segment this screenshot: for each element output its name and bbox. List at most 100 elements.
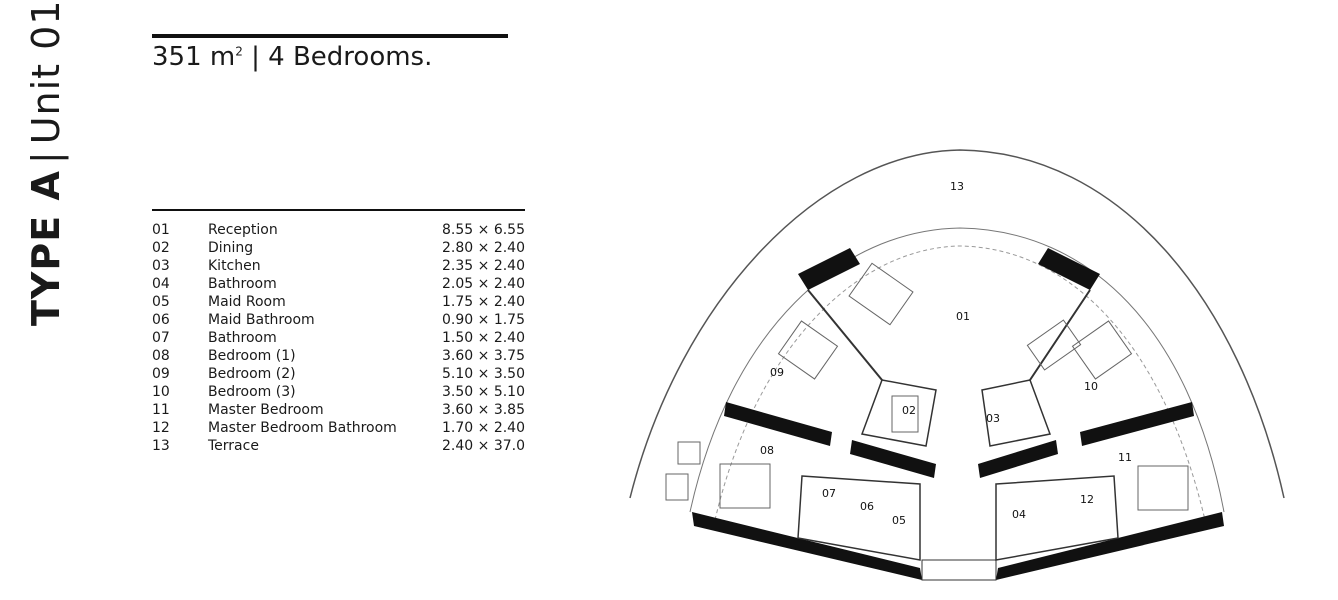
room-dimensions: 1.70 × 2.40 [442,420,525,436]
exterior-wall-right [996,512,1224,580]
interior-arc [714,245,1206,521]
kitchen-room [981,379,1052,447]
room-name: Bathroom [208,330,277,346]
room-row: 03 Kitchen 2.35 × 2.40 [152,257,525,275]
room-row: 12 Master Bedroom Bathroom 1.70 × 2.40 [152,419,525,437]
area-unit-sup: 2 [235,44,243,59]
bed-icon [1137,465,1189,511]
room-row: 04 Bathroom 2.05 × 2.40 [152,275,525,293]
room-row: 09 Bedroom (2) 5.10 × 3.50 [152,365,525,383]
room-number: 12 [152,420,170,436]
room-row: 07 Bathroom 1.50 × 2.40 [152,329,525,347]
room-dimensions: 3.60 × 3.85 [442,402,525,418]
bed-icon [777,320,839,380]
room-row: 11 Master Bedroom 3.60 × 3.85 [152,401,525,419]
room-dimensions: 0.90 × 1.75 [442,312,525,328]
room-row: 06 Maid Bathroom 0.90 × 1.75 [152,311,525,329]
label-master-bedroom: 11 [1118,451,1132,464]
unit-label: Unit 01. [24,0,68,145]
sofa-icon [1026,319,1082,371]
label-bedroom-1: 08 [760,444,774,457]
room-name: Bathroom [208,276,277,292]
type-label: TYPE A [24,170,68,326]
room-row: 05 Maid Room 1.75 × 2.40 [152,293,525,311]
room-number: 07 [152,330,170,346]
title-separator: | [24,150,68,165]
room-dimensions: 3.50 × 5.10 [442,384,525,400]
room-name: Maid Bathroom [208,312,315,328]
lounge-chair-icon [665,473,689,501]
area-rule [152,34,508,38]
entrance-door [921,559,997,581]
wall-reception-right [1029,289,1091,381]
label-bedroom-2: 09 [770,366,784,379]
room-name: Bedroom (3) [208,384,296,400]
room-name: Maid Room [208,294,286,310]
lounge-chair-icon [677,441,701,465]
room-number: 04 [152,276,170,292]
bed-icon [1071,320,1133,380]
room-dimensions: 1.75 × 2.40 [442,294,525,310]
room-table-rule [152,209,525,211]
bedrooms-label: | 4 Bedrooms. [242,42,433,72]
exterior-wall-left [692,512,922,580]
room-dimensions: 3.60 × 3.75 [442,348,525,364]
room-name: Bedroom (1) [208,348,296,364]
wall-dining-bottom [850,440,936,478]
room-name: Terrace [208,438,259,454]
room-name: Bedroom (2) [208,366,296,382]
room-name: Master Bedroom Bathroom [208,420,397,436]
unit-title-vertical: TYPE A | Unit 01. [24,0,68,326]
label-maid-room: 05 [892,514,906,527]
wall-master-top [1080,402,1194,446]
room-number: 09 [152,366,170,382]
room-number: 06 [152,312,170,328]
label-reception: 01 [956,310,970,323]
sofa-icon [848,262,914,326]
room-number: 08 [152,348,170,364]
label-maid-bathroom: 06 [860,500,874,513]
room-name: Master Bedroom [208,402,324,418]
room-number: 11 [152,402,170,418]
room-number: 05 [152,294,170,310]
room-dimensions: 5.10 × 3.50 [442,366,525,382]
wall-reception-left [807,289,883,381]
label-bathroom: 04 [1012,508,1026,521]
room-name: Kitchen [208,258,261,274]
area-value: 351 m [152,42,236,72]
room-number: 10 [152,384,170,400]
label-bedroom-3: 10 [1084,380,1098,393]
label-kitchen: 03 [986,412,1000,425]
bathrooms-left [797,475,921,561]
terrace-inner-edge [689,227,1225,513]
label-terrace: 13 [950,180,964,193]
room-dimensions: 2.80 × 2.40 [442,240,525,256]
wall-bedroom-3-upper [1038,248,1100,290]
room-dimensions: 1.50 × 2.40 [442,330,525,346]
label-master-bathroom: 12 [1080,493,1094,506]
room-dimensions: 2.40 × 37.0 [442,438,525,454]
area-title: 351 m2 | 4 Bedrooms. [152,42,432,72]
label-dining: 02 [902,404,916,417]
terrace-outline [629,149,1285,499]
room-number: 01 [152,222,170,238]
room-dimensions: 2.05 × 2.40 [442,276,525,292]
room-dimensions: 8.55 × 6.55 [442,222,525,238]
room-row: 10 Bedroom (3) 3.50 × 5.10 [152,383,525,401]
room-row: 08 Bedroom (1) 3.60 × 3.75 [152,347,525,365]
room-dimensions: 2.35 × 2.40 [442,258,525,274]
dining-room [860,379,937,447]
wall-bedroom-1-top [724,402,832,446]
room-name: Reception [208,222,278,238]
wall-bedroom-2-upper [798,248,860,290]
bed-icon [719,463,771,509]
room-number: 03 [152,258,170,274]
room-row: 13 Terrace 2.40 × 37.0 [152,437,525,455]
label-bathroom-2: 07 [822,487,836,500]
wall-kitchen-bottom [978,440,1058,478]
floor-plan: 13 01 02 03 04 05 06 07 08 09 10 11 12 [629,149,1285,581]
bathrooms-right [995,475,1119,561]
room-number: 13 [152,438,170,454]
